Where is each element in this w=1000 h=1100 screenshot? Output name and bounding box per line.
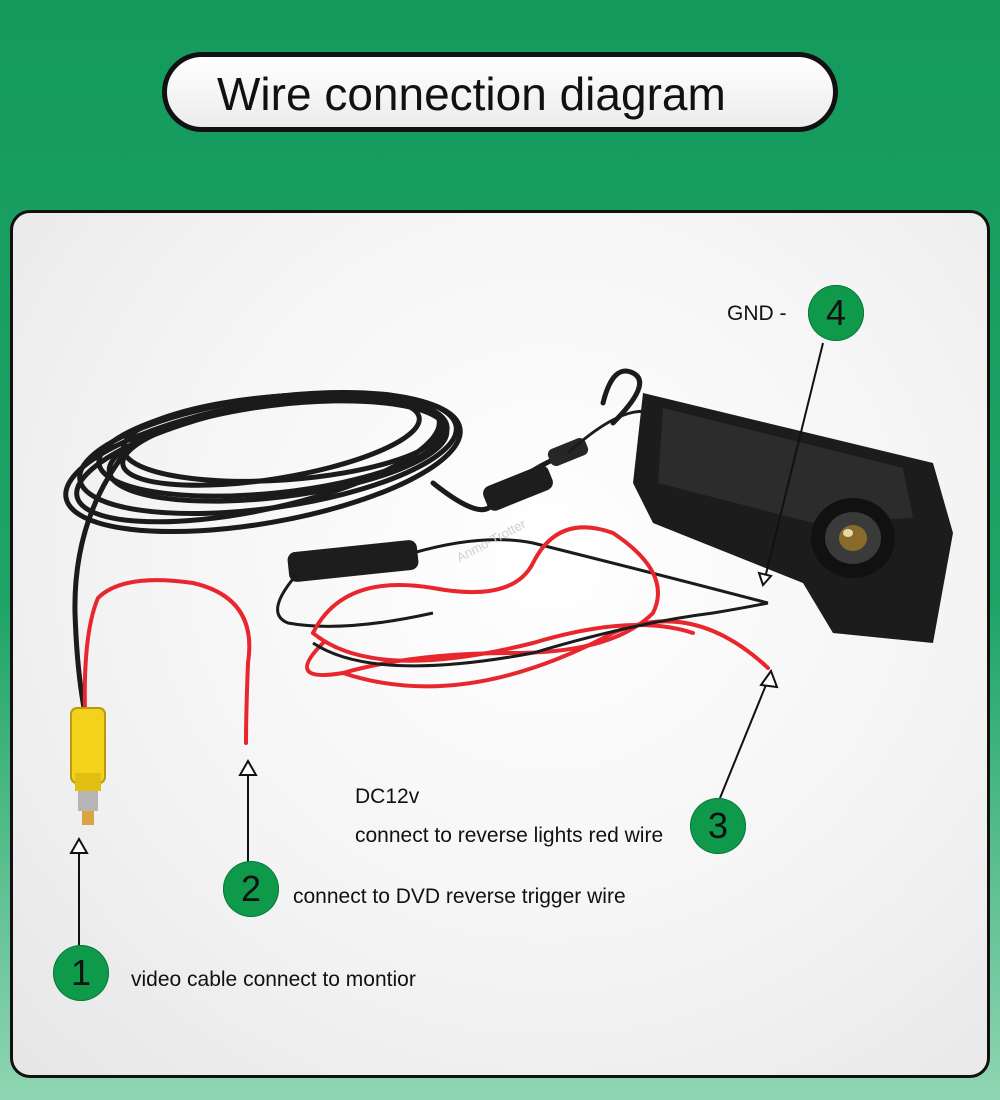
wiring-illustration [63, 342, 953, 953]
callout-label-reverse-lights: connect to reverse lights red wire [355, 824, 664, 847]
title-banner: Wire connection diagram [162, 52, 838, 132]
callout-badge-4: 4 [808, 285, 864, 341]
diagram-panel: Anmo-Trotter 4 GND - 3 DC12v connect to … [10, 210, 990, 1078]
rca-plug-icon [70, 707, 106, 825]
callout-label-video: video cable connect to montior [131, 968, 416, 991]
backup-camera-icon [633, 393, 953, 643]
callout-badge-2: 2 [223, 861, 279, 917]
callout-badge-1: 1 [53, 945, 109, 1001]
arrow-up-icon [69, 571, 779, 854]
page-title: Wire connection diagram [217, 68, 726, 120]
red-wire-bundle [82, 525, 770, 745]
callout-badge-3: 3 [690, 798, 746, 854]
callout-label-trigger: connect to DVD reverse trigger wire [293, 885, 626, 908]
callout-label-gnd: GND - [727, 302, 787, 325]
callout-label-dc12v: DC12v [355, 785, 420, 808]
callout-lines [78, 342, 824, 953]
